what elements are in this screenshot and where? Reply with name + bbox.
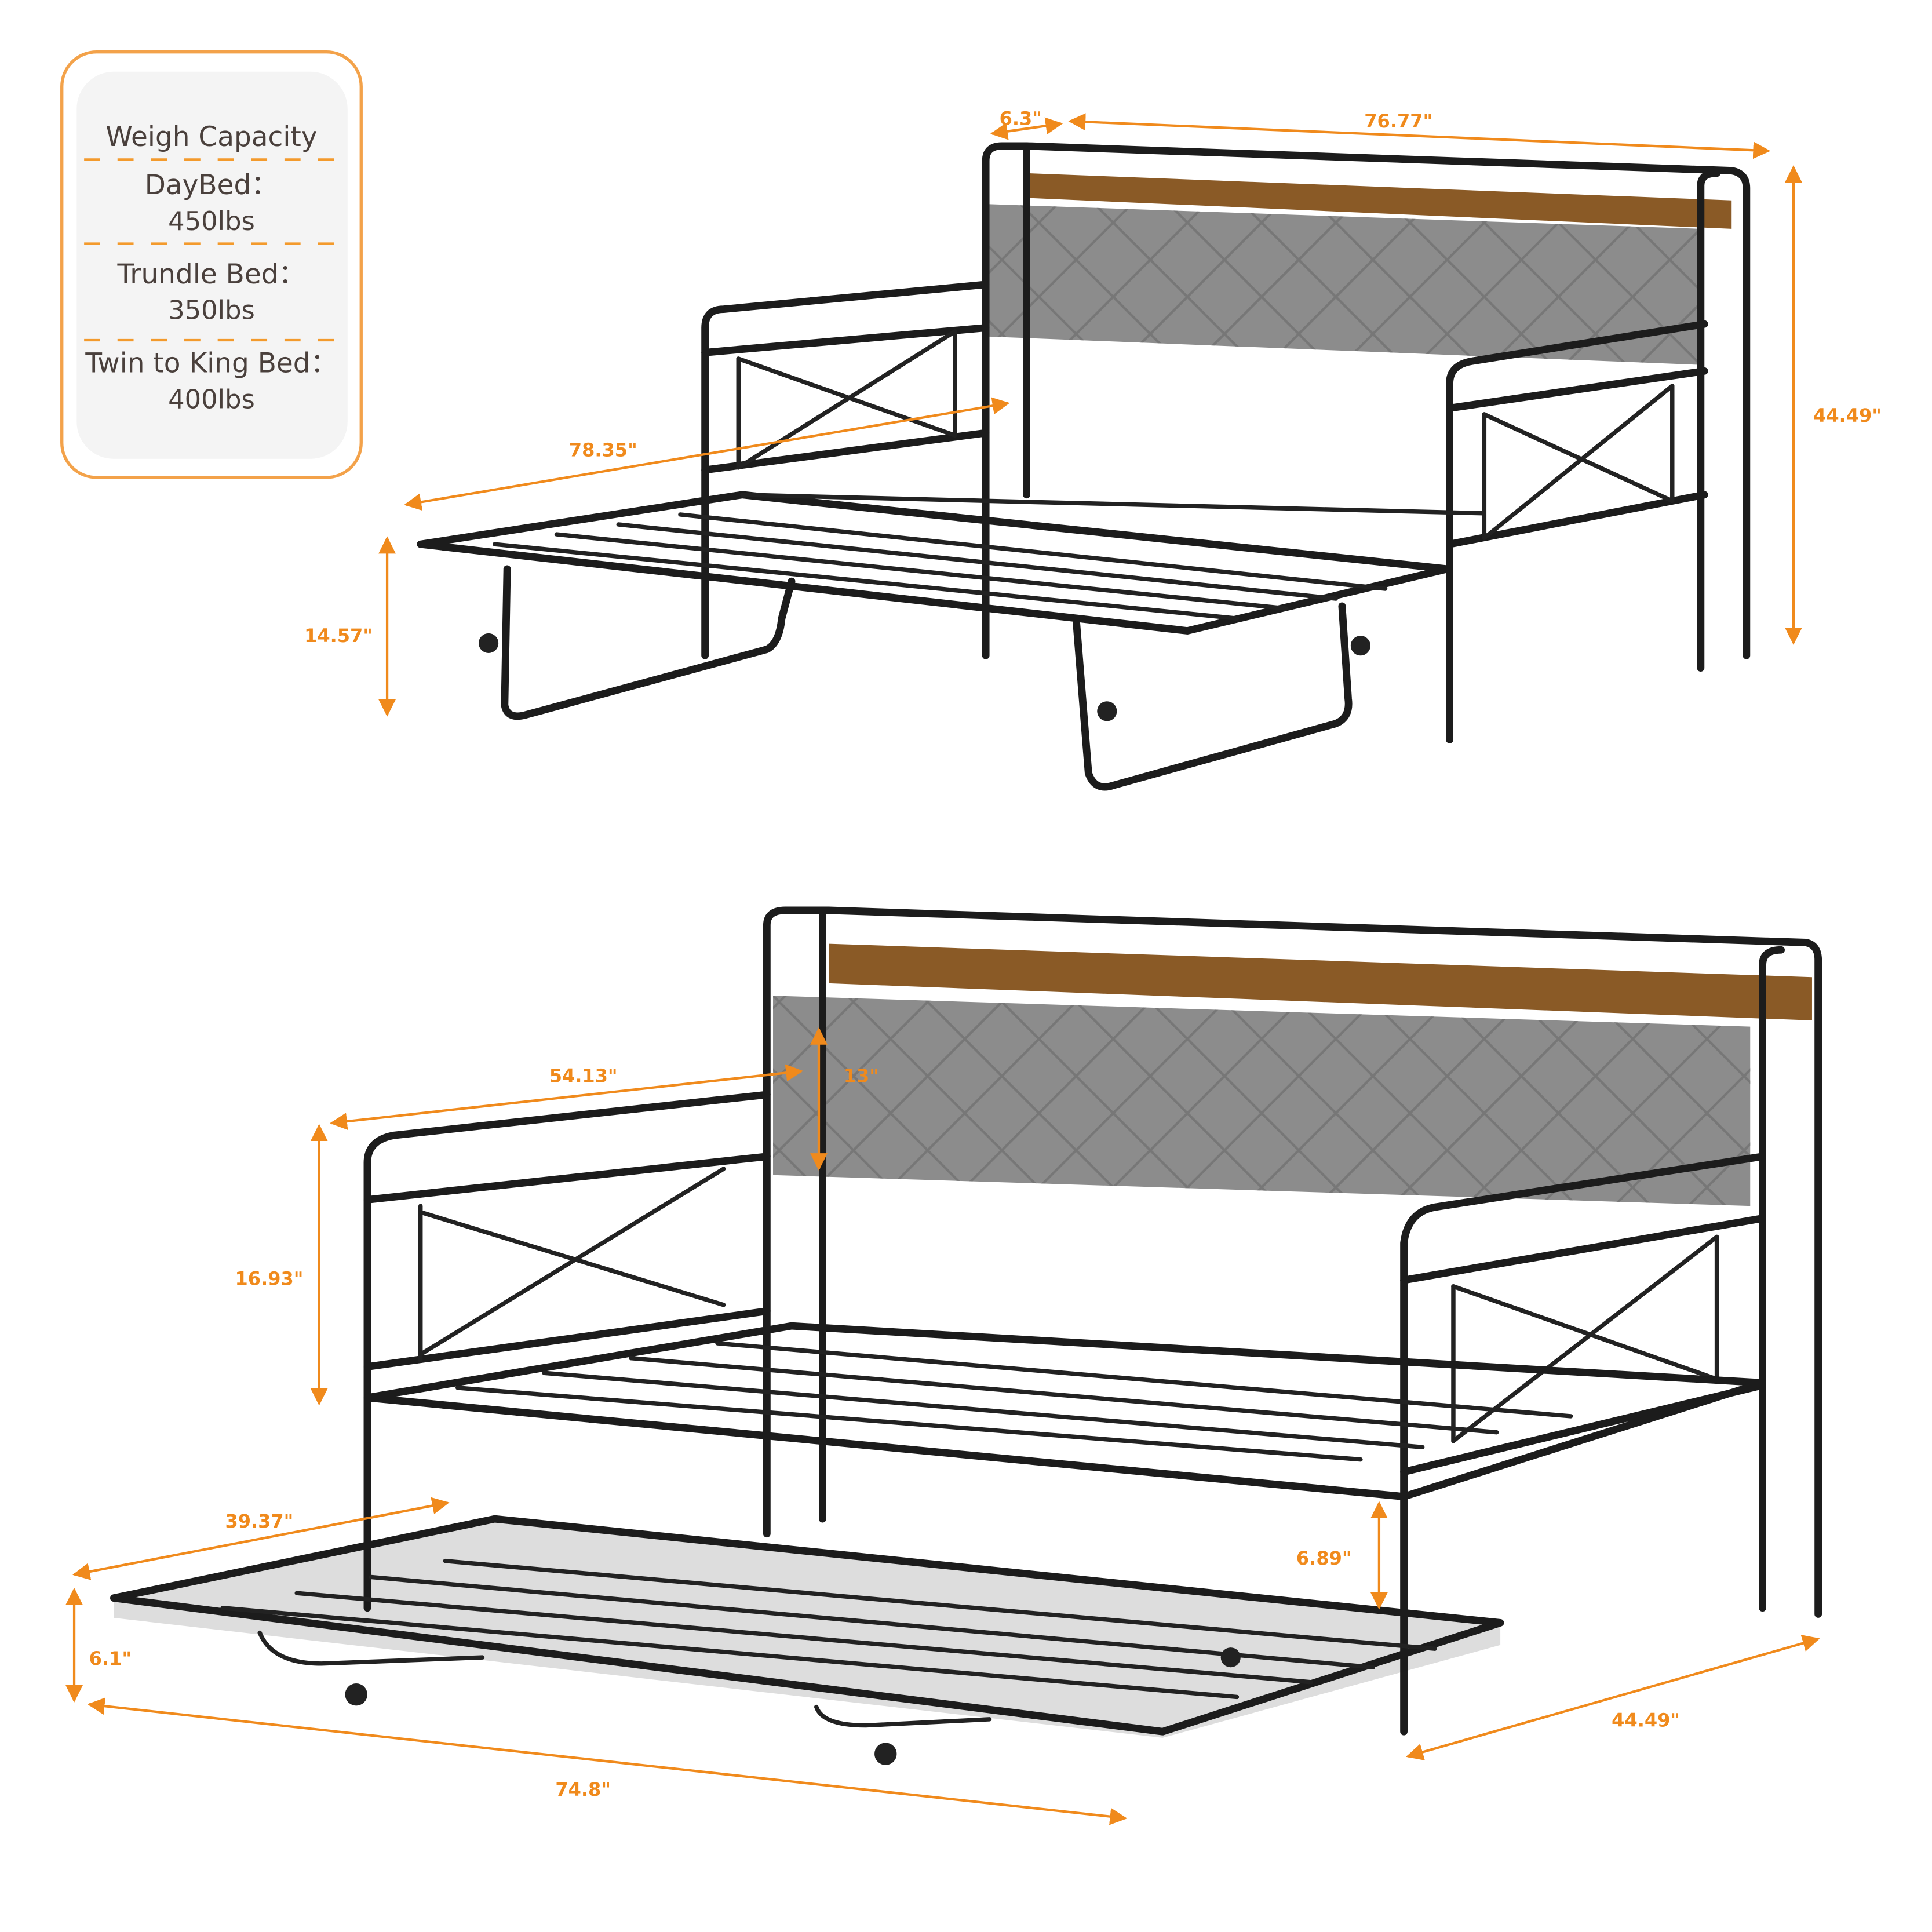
capacity-label-daybed: DayBed： — [145, 169, 279, 201]
dim-shelf-depth: 6.3" — [1000, 108, 1042, 130]
dimension-arrow — [330, 1064, 804, 1130]
trundle-leg-left — [501, 565, 796, 720]
caster-wheel — [874, 1743, 897, 1765]
caster-wheel — [479, 633, 499, 653]
capacity-label-trundle: Trundle Bed： — [116, 258, 305, 290]
dim-length: 76.77" — [1364, 110, 1432, 132]
capacity-label-twin-king: Twin to King Bed： — [85, 347, 337, 379]
daybed-with-trundle-illustration — [110, 906, 1822, 1765]
dim-trundle-length: 74.8" — [555, 1778, 611, 1800]
dim-depth: 44.49" — [1612, 1709, 1680, 1731]
dim-side-length: 54.13" — [549, 1065, 618, 1087]
caster-wheel — [1097, 701, 1117, 721]
dim-height: 44.49" — [1813, 404, 1882, 427]
caster-wheel — [1350, 636, 1370, 656]
capacity-value-trundle: 350lbs — [168, 295, 255, 326]
weight-capacity-box: Weigh Capacity DayBed： 450lbs Trundle Be… — [60, 50, 363, 479]
caster-wheel — [1220, 1647, 1241, 1668]
dimension-arrows — [65, 113, 1820, 1825]
wood-shelf — [1026, 173, 1732, 229]
capacity-value-daybed: 450lbs — [168, 206, 255, 236]
dim-armrest-height: 16.93" — [235, 1268, 304, 1290]
dim-clearance: 6.89" — [1296, 1547, 1352, 1569]
dim-extended-length: 78.35" — [569, 439, 637, 461]
dimension-labels: 6.3" 76.77" 44.49" 78.35" 14.57" 54.13" … — [89, 108, 1882, 1801]
dim-trundle-width: 39.37" — [225, 1510, 293, 1532]
dimension-arrow — [87, 1697, 1128, 1825]
dimension-arrow — [1068, 113, 1771, 159]
wood-shelf — [829, 943, 1812, 1020]
capacity-title: Weigh Capacity — [105, 121, 317, 153]
dim-headboard-height: 13" — [844, 1065, 879, 1087]
dimension-arrow — [1406, 1635, 1820, 1760]
dim-trundle-height: 14.57" — [304, 625, 373, 647]
caster-wheel — [345, 1683, 367, 1706]
dimension-arrow — [990, 117, 1063, 140]
dimension-arrow — [404, 397, 1010, 511]
daybed-extended-illustration — [417, 142, 1751, 791]
capacity-value-twin-king: 400lbs — [168, 384, 255, 414]
dim-trundle-frame-height: 6.1" — [89, 1647, 132, 1669]
dimension-arrow — [72, 1497, 450, 1580]
trundle-leg-right — [1072, 602, 1353, 791]
